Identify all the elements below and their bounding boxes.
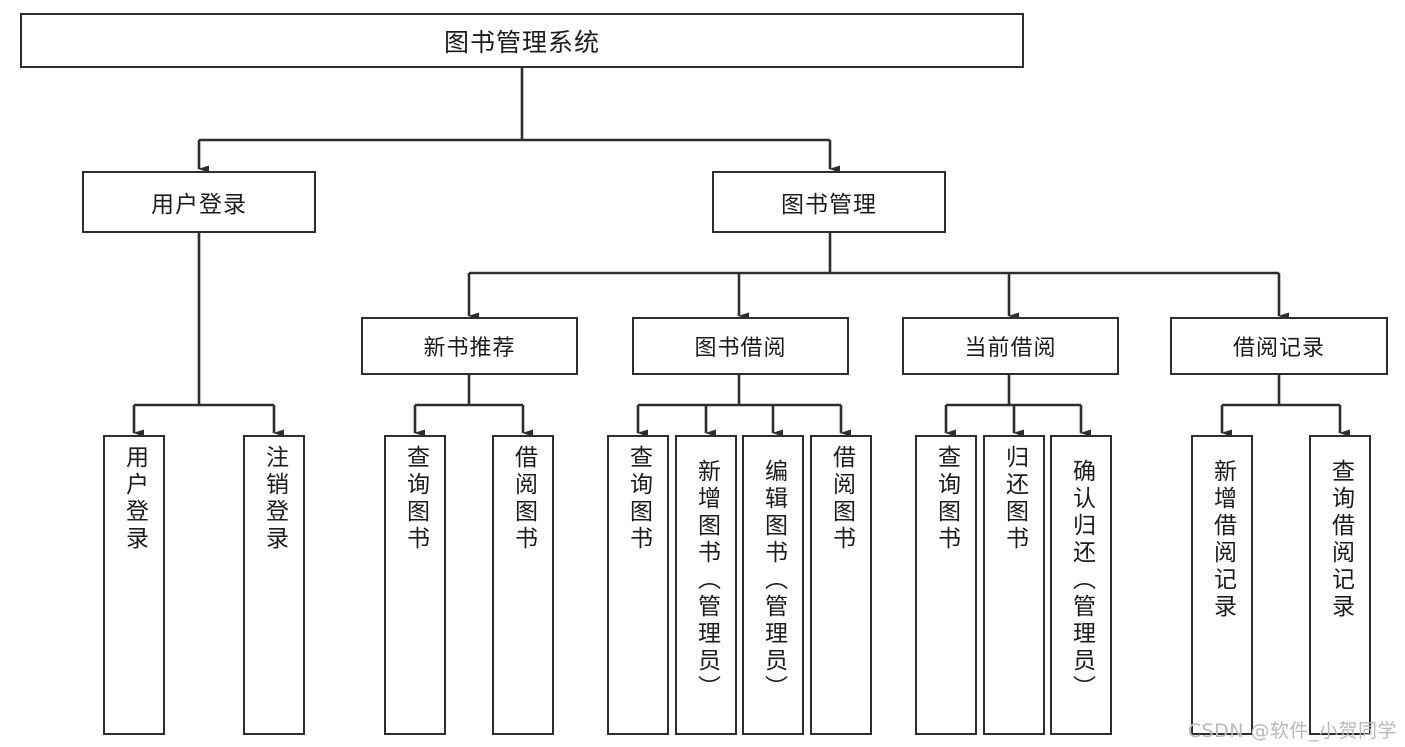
node-label: 图书管理 bbox=[781, 192, 877, 218]
leaf-borrow-record-query-record[interactable]: 查询借阅记录 bbox=[1309, 435, 1371, 735]
leaf-current-borrow-return-book[interactable]: 归还图书 bbox=[983, 435, 1045, 735]
node-label: 归还图书 bbox=[1001, 445, 1028, 553]
watermark: CSDN @软件_小贺同学 bbox=[1187, 720, 1397, 742]
leaf-new-book-query-book[interactable]: 查询图书 bbox=[384, 435, 446, 735]
node-label: 确认归还（管理员） bbox=[1068, 459, 1095, 702]
node-label: 查询借阅记录 bbox=[1327, 459, 1354, 621]
leaf-book-borrow-borrow-book[interactable]: 借阅图书 bbox=[810, 435, 872, 735]
node-label: 图书借阅 bbox=[694, 336, 787, 361]
leaf-book-borrow-add-book[interactable]: 新增图书（管理员） bbox=[675, 435, 737, 735]
node-label: 图书管理系统 bbox=[443, 27, 600, 57]
node-label: 借阅图书 bbox=[510, 445, 537, 553]
node-label: 借阅图书 bbox=[828, 445, 855, 553]
node-label: 新增图书（管理员） bbox=[693, 459, 720, 702]
node-label: 用户登录 bbox=[121, 445, 148, 553]
leaf-user-login-login[interactable]: 用户登录 bbox=[103, 435, 165, 735]
node-current-borrow[interactable]: 当前借阅 bbox=[902, 317, 1119, 375]
node-label: 新增借阅记录 bbox=[1209, 459, 1236, 621]
leaf-current-borrow-query-book[interactable]: 查询图书 bbox=[915, 435, 977, 735]
node-label: 新书推荐 bbox=[423, 336, 516, 361]
node-label: 借阅记录 bbox=[1232, 336, 1325, 361]
node-new-book-recommend[interactable]: 新书推荐 bbox=[361, 317, 578, 375]
node-label: 查询图书 bbox=[402, 445, 429, 553]
node-label: 编辑图书（管理员） bbox=[760, 459, 787, 702]
node-label: 查询图书 bbox=[933, 445, 960, 553]
leaf-book-borrow-edit-book[interactable]: 编辑图书（管理员） bbox=[742, 435, 804, 735]
node-root-system[interactable]: 图书管理系统 bbox=[20, 13, 1024, 68]
node-book-management[interactable]: 图书管理 bbox=[712, 171, 946, 233]
node-user-login[interactable]: 用户登录 bbox=[82, 171, 316, 233]
node-label: 用户登录 bbox=[151, 192, 247, 218]
node-label: 注销登录 bbox=[261, 445, 288, 553]
node-label: 当前借阅 bbox=[964, 336, 1057, 361]
leaf-book-borrow-query-book[interactable]: 查询图书 bbox=[607, 435, 669, 735]
leaf-user-login-logout[interactable]: 注销登录 bbox=[243, 435, 305, 735]
leaf-current-borrow-confirm-return[interactable]: 确认归还（管理员） bbox=[1050, 435, 1112, 735]
leaf-new-book-borrow-book[interactable]: 借阅图书 bbox=[492, 435, 554, 735]
node-label: 查询图书 bbox=[625, 445, 652, 553]
node-book-borrow[interactable]: 图书借阅 bbox=[632, 317, 849, 375]
leaf-borrow-record-add-record[interactable]: 新增借阅记录 bbox=[1191, 435, 1253, 735]
node-borrow-record[interactable]: 借阅记录 bbox=[1170, 317, 1388, 375]
